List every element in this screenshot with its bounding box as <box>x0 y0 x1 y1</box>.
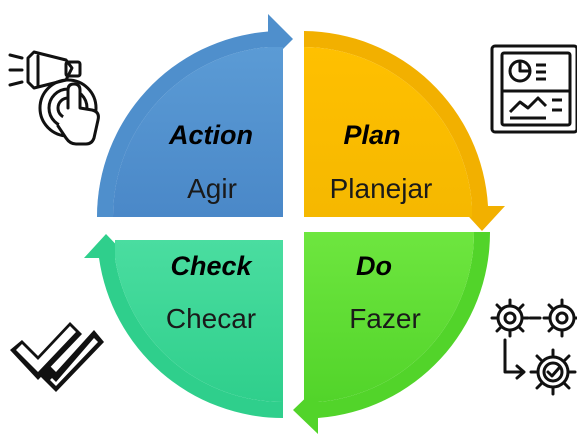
check-title: Check <box>170 251 253 281</box>
quadrant-plan <box>304 31 505 231</box>
action-subtitle: Agir <box>187 173 237 204</box>
do-subtitle: Fazer <box>349 303 421 334</box>
double-checkmark-icon <box>10 322 104 392</box>
action-title: Action <box>168 120 253 150</box>
plan-title: Plan <box>343 120 400 150</box>
quadrant-do <box>293 232 491 434</box>
gears-process-icon <box>490 298 577 396</box>
report-chart-icon <box>490 44 577 134</box>
quadrant-action <box>96 14 293 217</box>
do-title: Do <box>356 251 392 281</box>
check-subtitle: Checar <box>166 303 256 334</box>
touch-press-icon <box>8 50 100 146</box>
quadrant-check <box>84 234 283 418</box>
plan-subtitle: Planejar <box>330 173 433 204</box>
